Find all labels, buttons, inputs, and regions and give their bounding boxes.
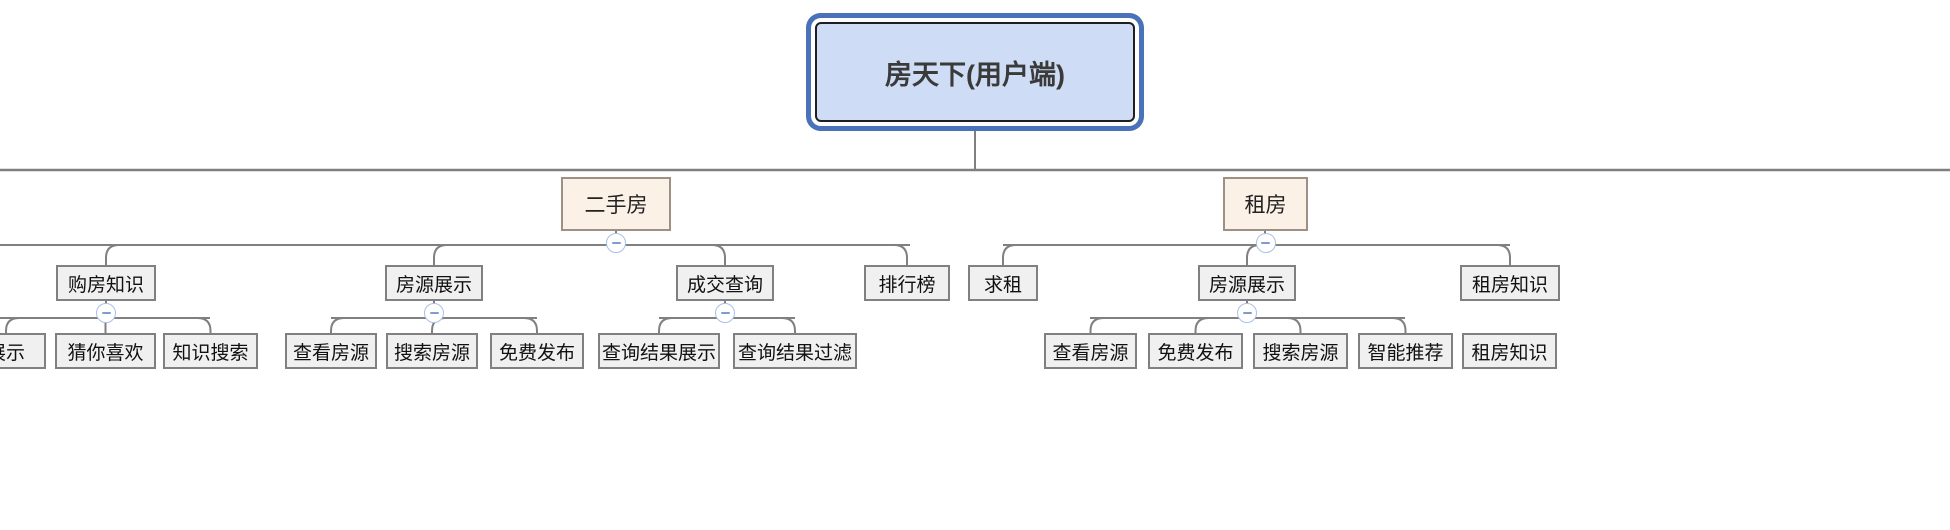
- node-label: 租房: [1244, 194, 1287, 217]
- node-label: 查询结果过滤: [737, 342, 852, 364]
- node-label: 展示: [0, 342, 25, 364]
- node-label: 查看房源: [292, 342, 369, 364]
- node-n-zhishisousuo[interactable]: 知识搜索: [163, 333, 258, 369]
- node-n-paihangbang[interactable]: 排行榜: [864, 265, 950, 301]
- node-label: 知识搜索: [172, 342, 249, 364]
- node-label: 房源展示: [1208, 274, 1285, 296]
- collapse-minus-icon[interactable]: [715, 303, 735, 323]
- node-n-zhanshi-cut[interactable]: 展示: [0, 333, 46, 369]
- node-label: 智能推荐: [1367, 342, 1444, 364]
- node-n-zufang[interactable]: 租房: [1223, 177, 1308, 231]
- node-n-zufangzhishi[interactable]: 租房知识: [1460, 265, 1560, 301]
- node-n-caini[interactable]: 猜你喜欢: [55, 333, 156, 369]
- collapse-minus-icon[interactable]: [1237, 303, 1257, 323]
- node-label: 房源展示: [395, 274, 472, 296]
- node-n-cxjgzs[interactable]: 查询结果展示: [598, 333, 720, 369]
- minus-bar: [1242, 312, 1252, 314]
- collapse-minus-icon[interactable]: [96, 303, 116, 323]
- minus-bar: [611, 242, 621, 244]
- node-n-chengjiaochaxun[interactable]: 成交查询: [676, 265, 774, 301]
- node-label: 租房知识: [1471, 274, 1548, 296]
- node-n-sousuofy-2[interactable]: 搜索房源: [1253, 333, 1348, 369]
- node-n-fyzs-ershou[interactable]: 房源展示: [385, 265, 483, 301]
- node-label: 搜索房源: [393, 342, 470, 364]
- node-label: 猜你喜欢: [67, 342, 144, 364]
- node-n-zhinengtuijian[interactable]: 智能推荐: [1358, 333, 1453, 369]
- collapse-minus-icon[interactable]: [424, 303, 444, 323]
- node-n-cxjggl[interactable]: 查询结果过滤: [733, 333, 857, 369]
- collapse-minus-icon[interactable]: [606, 233, 626, 253]
- collapse-minus-icon[interactable]: [1255, 233, 1276, 253]
- minus-bar: [720, 312, 730, 314]
- node-n-qiuzu[interactable]: 求租: [968, 265, 1038, 301]
- node-label: 搜索房源: [1262, 342, 1339, 364]
- minus-bar: [101, 312, 111, 314]
- node-n-goufangzhishi[interactable]: 购房知识: [56, 265, 156, 301]
- node-label: 查询结果展示: [601, 342, 716, 364]
- node-n-fyzs-zufang[interactable]: 房源展示: [1198, 265, 1296, 301]
- node-label: 免费发布: [1157, 342, 1234, 364]
- minus-bar: [429, 312, 439, 314]
- node-label: 求租: [983, 274, 1022, 296]
- node-n-zufangzhishi-leaf[interactable]: 租房知识: [1462, 333, 1557, 369]
- node-n-chakanfy-2[interactable]: 查看房源: [1044, 333, 1137, 369]
- node-label: 租房知识: [1471, 342, 1548, 364]
- node-label: 排行榜: [878, 274, 936, 296]
- node-label: 房天下(用户端): [885, 59, 1065, 90]
- node-label: 成交查询: [686, 274, 763, 296]
- node-n-mianfeifabu-2[interactable]: 免费发布: [1148, 333, 1243, 369]
- node-label: 查看房源: [1052, 342, 1129, 364]
- root-node-root[interactable]: 房天下(用户端): [815, 22, 1135, 122]
- node-n-sousuofy-1[interactable]: 搜索房源: [386, 333, 478, 369]
- node-label: 购房知识: [67, 274, 144, 296]
- node-label: 免费发布: [498, 342, 575, 364]
- node-n-mianfeifabu-1[interactable]: 免费发布: [490, 333, 584, 369]
- minus-bar: [1261, 242, 1270, 244]
- node-n-ershoufang[interactable]: 二手房: [561, 177, 671, 231]
- node-label: 二手房: [584, 194, 648, 217]
- node-n-chakanfy-1[interactable]: 查看房源: [285, 333, 377, 369]
